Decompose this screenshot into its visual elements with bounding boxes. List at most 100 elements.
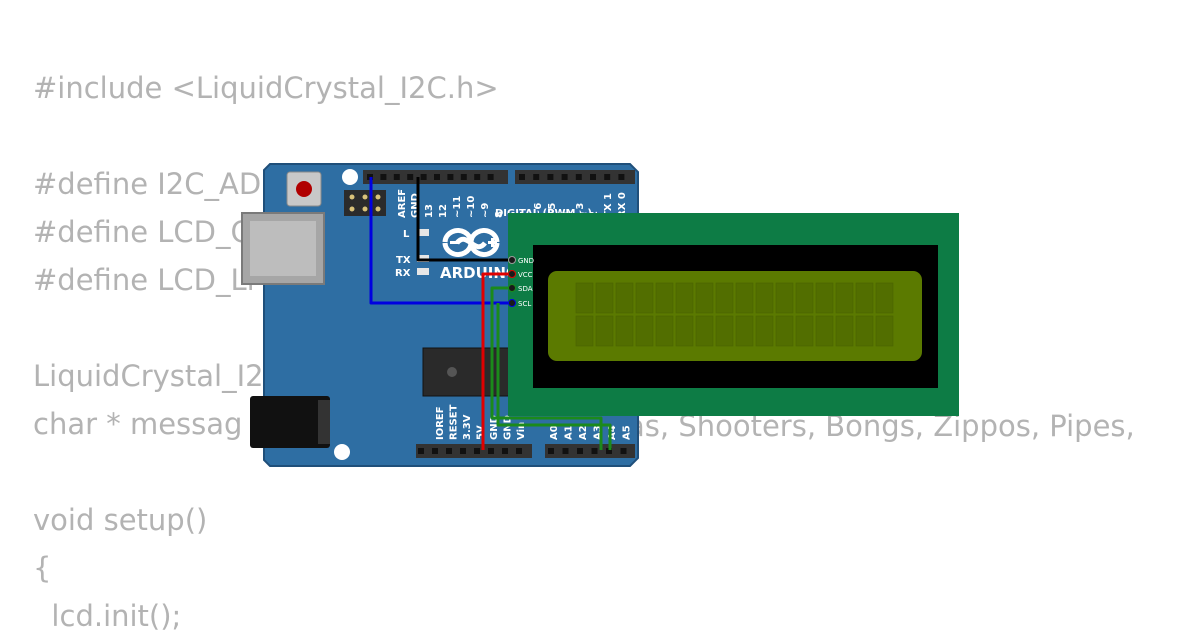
lcd-cell — [635, 315, 654, 347]
pin-hole — [548, 448, 554, 454]
pin-hole — [519, 174, 525, 180]
code-line: #define LCD_C — [33, 215, 251, 249]
pin-hole — [561, 174, 568, 180]
lcd-cell — [675, 282, 694, 314]
power-pin-label: RESET — [449, 404, 460, 440]
code-line: lcd.init(); — [33, 599, 182, 633]
lcd-cell — [775, 315, 794, 347]
analog-pin-label: A2 — [578, 425, 589, 440]
lcd-pin-label: VCC — [518, 271, 533, 279]
pin-hole — [474, 448, 480, 454]
pin-hole — [488, 448, 494, 454]
pin-hole — [418, 448, 424, 454]
pin-hole — [533, 174, 540, 180]
lcd-cell — [815, 315, 834, 347]
lcd-cell — [675, 315, 694, 347]
code-line: #include <LiquidCrystal_I2C.h> — [33, 71, 499, 105]
pin-hole — [577, 448, 583, 454]
pin-hole — [502, 448, 508, 454]
pin-hole — [604, 174, 611, 180]
lcd-cell — [735, 315, 754, 347]
power-pin-label: GND — [503, 415, 514, 440]
digital-pin-label: ~5 — [547, 203, 558, 218]
lcd-pin-label: SCL — [518, 300, 531, 308]
icsp-header — [344, 190, 386, 216]
pin-hole — [420, 174, 427, 180]
power-pin-label: IOREF — [435, 406, 446, 440]
lcd-cell — [795, 282, 814, 314]
pin-hole — [460, 174, 467, 180]
digital-pin-label: GND — [410, 193, 421, 218]
microcontroller-chip — [422, 347, 524, 397]
lcd-pin-vcc — [508, 270, 516, 278]
lcd-cell — [695, 315, 714, 347]
pin-hole — [380, 174, 387, 180]
pin-hole — [591, 448, 598, 454]
lcd-cell — [835, 282, 854, 314]
led-label: L — [403, 229, 410, 240]
pin-hole — [460, 448, 466, 454]
analog-pin-label: A4 — [607, 425, 618, 440]
code-line: #define LCD_Li — [33, 263, 255, 297]
digital-pin-label: ~11 — [452, 196, 463, 218]
lcd-cell — [615, 315, 634, 347]
lcd-pin-label: SDA — [518, 285, 533, 293]
pin-hole — [547, 174, 554, 180]
led-rx — [417, 268, 429, 275]
pin-hole — [393, 174, 400, 180]
lcd-cell — [575, 282, 594, 314]
digital-pin-label: ~6 — [533, 203, 544, 218]
pin-hole — [446, 448, 452, 454]
code-line: { — [33, 551, 52, 585]
lcd-pins: GND VCC SDA SCL — [508, 256, 534, 308]
wire-scl — [369, 177, 512, 305]
digital-pin-label: 12 — [438, 204, 449, 218]
lcd-cell — [855, 282, 874, 314]
usb-connector — [241, 212, 325, 285]
pin-hole — [432, 448, 438, 454]
lcd-cell — [715, 315, 734, 347]
analog-pin-label: A3 — [593, 425, 604, 440]
lcd-cell — [795, 315, 814, 347]
lcd-cell — [855, 315, 874, 347]
code-line: LiquidCrystal_I2 — [33, 359, 264, 393]
pin-hole — [447, 174, 454, 180]
pin-hole — [407, 174, 414, 180]
lcd-character-cells — [575, 282, 894, 347]
digital-pin-label: ~3 — [575, 203, 586, 218]
lcd-cell — [595, 282, 614, 314]
digital-pin-label: RX 0 — [617, 192, 628, 218]
digital-pin-label: ~9 — [480, 203, 491, 218]
analog-header — [545, 444, 635, 458]
wire-vcc — [481, 272, 512, 450]
lcd-pin-gnd — [508, 256, 516, 264]
lcd-cell — [615, 282, 634, 314]
pin-hole — [606, 448, 612, 454]
power-pin-label: 5V — [476, 425, 487, 440]
lcd-cell — [815, 282, 834, 314]
lcd-cell — [755, 315, 774, 347]
reset-button[interactable] — [286, 171, 322, 207]
lcd-cell — [575, 315, 594, 347]
code-listing: #include <LiquidCrystal_I2C.h> #define I… — [33, 64, 499, 640]
lcd-pin-label: GND — [518, 257, 534, 265]
led-l — [417, 229, 429, 236]
pin-hole — [474, 174, 481, 180]
digital-pin-label: AREF — [397, 189, 408, 218]
analog-pin-label: A0 — [549, 425, 560, 440]
lcd-cell — [875, 282, 894, 314]
digital-pin-label: ~10 — [466, 196, 477, 218]
pin-hole — [516, 448, 522, 454]
led-label: TX — [396, 255, 411, 266]
lcd-cell — [595, 315, 614, 347]
digital-pin-label: 13 — [424, 204, 435, 218]
lcd-cell — [695, 282, 714, 314]
digital-pin-label: TX 1 — [603, 193, 614, 218]
mounting-hole — [334, 444, 350, 460]
pin-hole — [562, 448, 569, 454]
pin-hole — [434, 174, 440, 180]
pin-hole — [590, 174, 596, 180]
lcd-display[interactable]: GND VCC SDA SCL — [508, 213, 959, 416]
lcd-cell — [775, 282, 794, 314]
